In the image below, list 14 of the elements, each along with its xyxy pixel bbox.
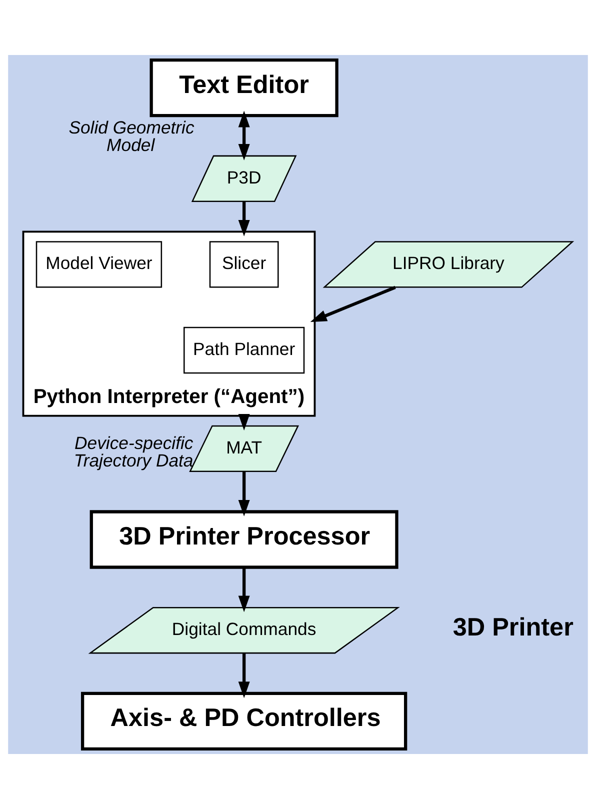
arrow: [238, 110, 250, 160]
arrow: [238, 652, 250, 698]
arrow: [238, 566, 250, 612]
arrow: [238, 201, 250, 236]
node-box: Path Planner: [184, 326, 305, 374]
node-box: 3D Printer Processor: [90, 510, 398, 568]
node-label: Solid Geometric Model: [68, 116, 194, 155]
label: 3D Printer: [452, 612, 574, 641]
arrow: [238, 471, 250, 516]
node-box: Model Viewer: [36, 240, 162, 288]
arrow: [310, 285, 396, 322]
node-box: Axis- & PD Controllers: [80, 691, 408, 750]
node-box: Slicer: [209, 240, 279, 288]
node-box: Text Editor: [150, 58, 338, 117]
